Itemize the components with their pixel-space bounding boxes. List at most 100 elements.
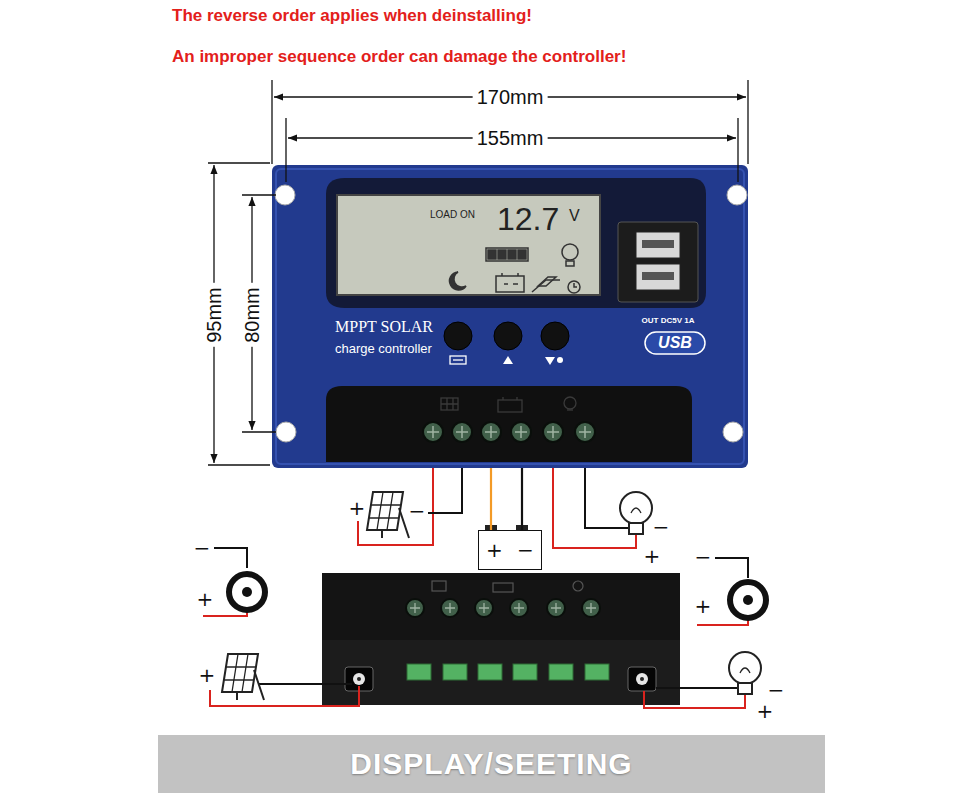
solar-panel-icon xyxy=(369,492,401,530)
lcd-panel xyxy=(496,276,524,292)
controller-bottom-photo xyxy=(410,603,596,613)
dimension-lines xyxy=(242,194,276,195)
solar-panel-icon xyxy=(237,670,264,700)
wiring xyxy=(428,468,462,513)
controller-bottom-photo xyxy=(585,664,609,680)
terminal-block xyxy=(441,398,458,410)
buttons xyxy=(541,322,569,350)
dimension-label: 80mm xyxy=(241,283,264,347)
section-heading: DISPLAY/SEETING xyxy=(350,747,632,782)
controller-bottom-photo xyxy=(443,664,467,680)
controller-bottom-photo xyxy=(640,677,644,681)
solar-panel-icon xyxy=(367,492,403,530)
polarity-sign: + xyxy=(644,545,661,568)
voltage-reading: 12.7 xyxy=(497,201,559,238)
lcd-panel xyxy=(450,272,466,290)
polarity-sign: + xyxy=(695,595,712,618)
buttons xyxy=(450,356,466,364)
charge-controller: MPPT SOLARcharge controllerOUT DC5V 1AUS… xyxy=(272,165,748,468)
warning-note: An improper sequence order can damage th… xyxy=(172,47,626,67)
dc-jack-symbol xyxy=(229,574,265,610)
bulb-icon xyxy=(629,523,643,534)
solar-panel-icon xyxy=(367,492,409,538)
terminal-block xyxy=(441,397,576,412)
dc-jack-symbol xyxy=(697,620,748,625)
dc-jack-symbol xyxy=(730,582,766,618)
solar-panel-icon xyxy=(224,654,256,692)
product-subtitle: charge controller xyxy=(335,342,432,357)
controller-housing xyxy=(276,169,744,464)
polarity-sign: + xyxy=(349,497,366,520)
polarity-sign: − xyxy=(653,516,670,539)
load-status: LOAD ON xyxy=(430,209,475,221)
lcd-panel xyxy=(562,244,578,260)
controller-bottom-photo xyxy=(478,664,502,680)
lcd-panel xyxy=(518,250,526,259)
solar-panel-icon xyxy=(382,508,409,538)
lcd-panel xyxy=(486,248,528,261)
bulb-icon xyxy=(631,508,641,513)
terminal-block xyxy=(326,386,692,462)
controller-bottom-photo xyxy=(432,581,446,591)
controller-housing xyxy=(326,178,706,308)
controller-bottom-photo xyxy=(322,573,680,705)
dimension-lines xyxy=(208,162,270,163)
polarity-sign: + xyxy=(757,700,774,723)
battery-box: +− xyxy=(478,530,542,570)
bulb-icon xyxy=(620,492,652,534)
wire-connector xyxy=(521,468,523,530)
dimension-lines xyxy=(271,80,272,164)
usb-port xyxy=(645,332,705,354)
buttons xyxy=(444,322,472,350)
solar-panel-icon xyxy=(222,654,264,700)
controller-housing xyxy=(723,422,743,442)
buttons xyxy=(557,357,563,363)
usb-rating: OUT DC5V 1A xyxy=(642,316,695,325)
terminal-block xyxy=(567,409,573,410)
terminal-block xyxy=(326,386,692,462)
buttons xyxy=(503,356,513,364)
buttons xyxy=(545,357,555,365)
usb-port xyxy=(618,222,705,354)
dc-jack-symbol xyxy=(214,548,247,568)
wiring xyxy=(644,691,745,708)
bulb-icon xyxy=(729,652,761,694)
battery-minus: − xyxy=(517,539,534,562)
buttons xyxy=(453,359,463,360)
controller-housing xyxy=(275,185,295,205)
dimension-label: 170mm xyxy=(473,86,548,109)
usb-port xyxy=(642,240,674,248)
controller-bottom-photo xyxy=(357,677,361,681)
lcd-panel xyxy=(538,277,556,286)
battery-plus: + xyxy=(486,539,503,562)
polarity-sign: − xyxy=(768,679,785,702)
dc-jack-symbol xyxy=(203,612,247,616)
controller-bottom-photo xyxy=(407,664,609,680)
controller-bottom-photo xyxy=(322,640,680,705)
bulb-icon xyxy=(729,652,761,684)
dc-jack-symbol xyxy=(743,595,753,605)
controller-housing xyxy=(727,185,747,205)
dc-jack-symbol xyxy=(715,558,748,578)
controller-bottom-photo xyxy=(322,573,680,705)
controller-bottom-photo xyxy=(493,583,513,592)
terminal-block xyxy=(498,400,522,412)
controller-housing xyxy=(272,165,748,468)
lcd-screen: LOAD ON12.7V xyxy=(337,195,600,295)
solar-panel-icon xyxy=(222,654,258,692)
dimension-lines xyxy=(285,118,286,182)
dimension-lines xyxy=(242,431,276,432)
controller-housing xyxy=(276,422,296,442)
dimension-label: 95mm xyxy=(203,283,226,347)
dimension-lines xyxy=(737,118,738,182)
usb-port xyxy=(618,222,698,302)
controller-bottom-photo xyxy=(406,599,600,617)
bulb-icon xyxy=(738,683,752,694)
lcd-panel xyxy=(498,250,506,259)
wire-connector xyxy=(490,468,492,530)
usb-port xyxy=(642,272,674,280)
lcd-panel xyxy=(508,250,516,259)
